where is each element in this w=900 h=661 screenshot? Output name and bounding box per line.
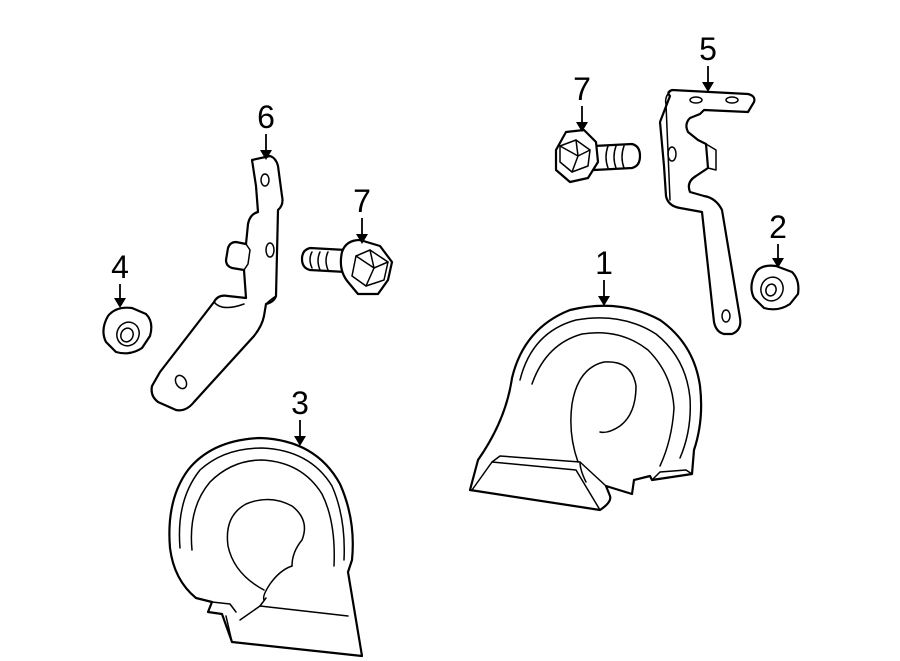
- callout-label-6: 6: [257, 99, 275, 135]
- arrow-down-icon: [598, 296, 610, 306]
- callout-label-3: 3: [291, 385, 309, 421]
- bolt-right-part-7[interactable]: [554, 128, 642, 184]
- bracket-right-part-5[interactable]: [658, 88, 756, 336]
- bracket-left-part-6[interactable]: [150, 154, 284, 412]
- grommet-part-4[interactable]: [102, 306, 153, 355]
- callout-1: 1: [595, 245, 613, 306]
- bolt-left-part-7[interactable]: [300, 238, 394, 296]
- grommet-part-2[interactable]: [750, 264, 800, 311]
- arrow-down-icon: [702, 82, 714, 92]
- callout-label-4: 4: [111, 249, 129, 285]
- callout-6: 6: [257, 99, 275, 160]
- horn-part-1[interactable]: [468, 304, 703, 512]
- callout-2: 2: [769, 209, 787, 268]
- callout-5: 5: [699, 31, 717, 92]
- horn-part-3[interactable]: [168, 436, 364, 658]
- arrow-down-icon: [294, 436, 306, 446]
- callout-label-5: 5: [699, 31, 717, 67]
- callout-4: 4: [111, 249, 129, 308]
- callout-3: 3: [291, 385, 309, 446]
- arrow-down-icon: [356, 234, 368, 244]
- callout-7-right: 7: [573, 71, 591, 132]
- arrow-down-icon: [114, 298, 126, 308]
- callout-label-7-left: 7: [353, 183, 371, 219]
- callout-label-2: 2: [769, 209, 787, 245]
- arrow-down-icon: [772, 258, 784, 268]
- callout-label-1: 1: [595, 245, 613, 281]
- arrow-down-icon: [576, 122, 588, 132]
- arrow-down-icon: [260, 150, 272, 160]
- callout-label-7-right: 7: [573, 71, 591, 107]
- callout-7-left: 7: [353, 183, 371, 244]
